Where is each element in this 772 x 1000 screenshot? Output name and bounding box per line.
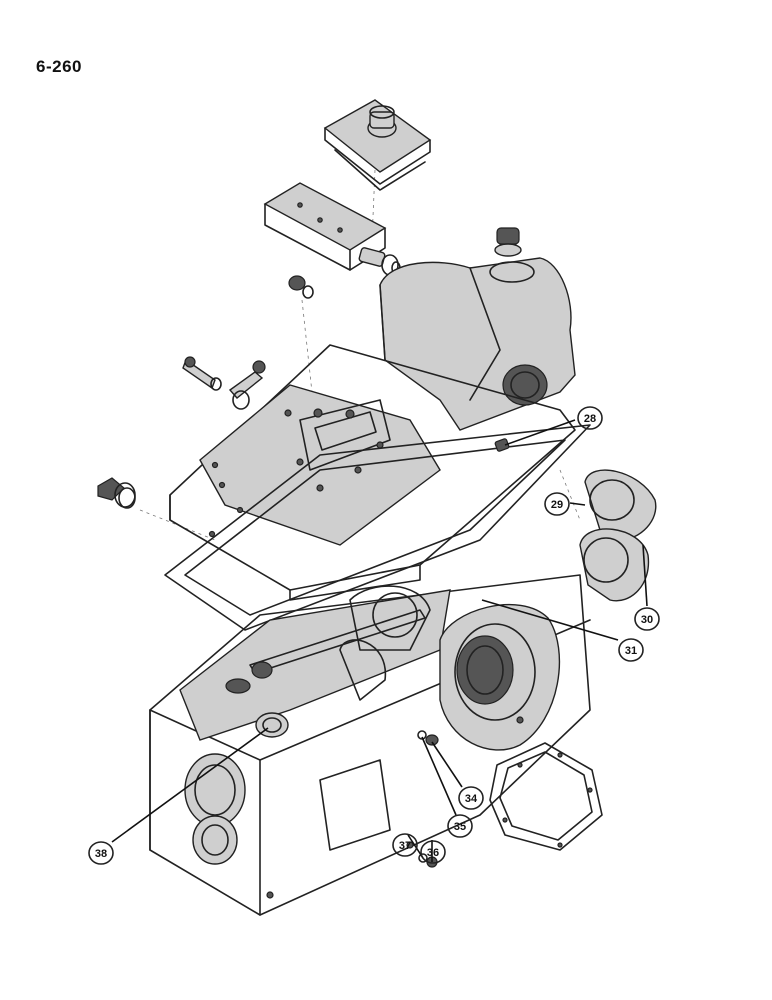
callout-label-35: 35	[454, 821, 466, 833]
callout-label-31: 31	[625, 645, 637, 657]
linkage-bolts	[182, 356, 266, 410]
leader-35	[421, 736, 457, 816]
callout-30: 30	[634, 607, 660, 631]
callout-31: 31	[618, 638, 644, 662]
plug-38-left	[97, 477, 136, 509]
small-fittings	[417, 730, 439, 868]
breather-cap	[494, 227, 522, 257]
callout-36: 36	[420, 840, 446, 864]
callout-38: 38	[88, 841, 114, 865]
valve-block	[263, 182, 387, 271]
leader-29	[569, 502, 586, 506]
small-plug	[288, 275, 314, 299]
page-number: 6-260	[36, 57, 82, 76]
leader-lines	[111, 419, 648, 862]
transmission-housing	[149, 574, 591, 916]
top-cover-plate	[323, 99, 432, 191]
callout-37: 37	[392, 833, 418, 857]
leader-31	[481, 599, 619, 641]
callout-label-30: 30	[641, 614, 653, 626]
callout-label-34: 34	[465, 793, 478, 805]
fitting-28	[494, 438, 510, 452]
leader-34	[431, 741, 463, 788]
upper-cover-housing	[379, 257, 576, 431]
top-cover-plate-assembly	[169, 344, 576, 601]
callout-label-37: 37	[399, 840, 411, 852]
callout-label-36: 36	[427, 847, 439, 859]
callout-29: 29	[544, 492, 570, 516]
callout-label-38: 38	[95, 848, 107, 860]
callout-28: 28	[577, 406, 603, 430]
callout-35: 35	[447, 814, 473, 838]
pto-cover-plates	[579, 469, 657, 602]
callout-34: 34	[458, 786, 484, 810]
cover-gasket	[164, 424, 591, 631]
lower-right-gasket	[489, 742, 603, 851]
leader-30	[642, 544, 648, 607]
control-rod	[225, 609, 426, 694]
leader-28	[504, 419, 576, 446]
callout-label-29: 29	[551, 499, 563, 511]
leader-38	[111, 727, 269, 843]
callout-label-28: 28	[584, 413, 596, 425]
